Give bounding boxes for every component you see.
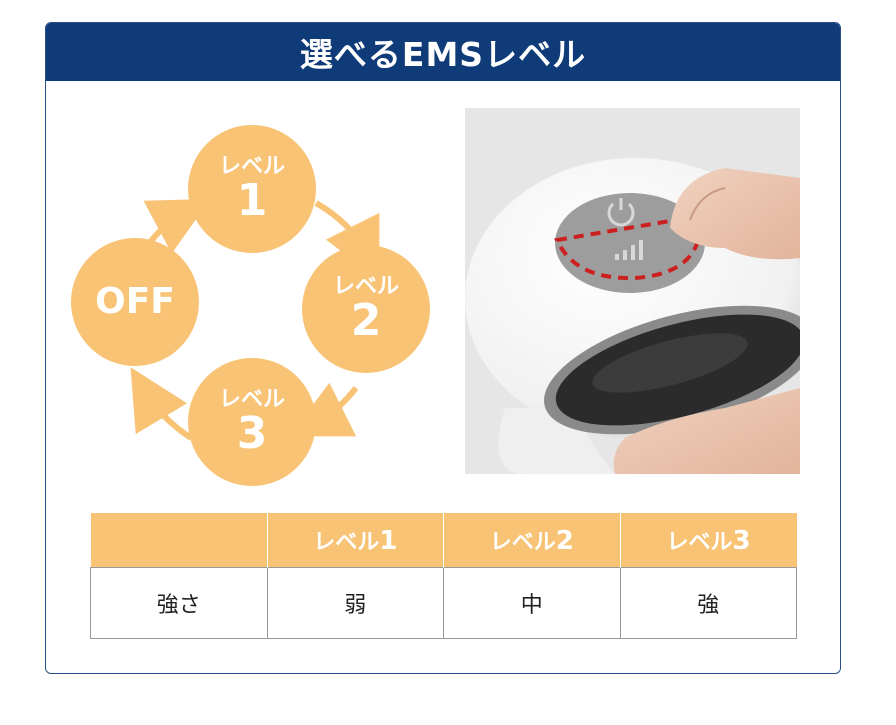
table-header-level-3: レベル3 bbox=[620, 513, 797, 568]
level-3-number: 3 bbox=[236, 408, 268, 459]
level-strength-table: レベル1 レベル2 レベル3 強さ 弱 中 強 bbox=[90, 513, 797, 639]
table-header-empty bbox=[90, 513, 268, 568]
level-1-circle: レベル 1 bbox=[188, 125, 316, 253]
thumb bbox=[613, 388, 800, 474]
device-photo bbox=[465, 108, 800, 474]
panel-header: 選べるEMSレベル bbox=[46, 23, 840, 81]
arrow-l3-to-off bbox=[130, 367, 193, 441]
cell-level-1: 弱 bbox=[266, 567, 444, 639]
button-highlight bbox=[554, 213, 703, 281]
off-circle: OFF bbox=[71, 238, 199, 366]
level-3-label: レベル bbox=[218, 387, 285, 412]
level-2-number: 2 bbox=[350, 295, 382, 346]
finger bbox=[670, 168, 800, 260]
level-3-circle: レベル 3 bbox=[188, 358, 316, 486]
signal-bars-icon bbox=[615, 240, 643, 260]
level-2-circle: レベル 2 bbox=[302, 245, 430, 373]
control-pad bbox=[555, 193, 705, 293]
table-row: 強さ 弱 中 強 bbox=[90, 567, 797, 639]
level-1-label: レベル bbox=[218, 154, 285, 179]
off-label: OFF bbox=[95, 281, 175, 322]
table-header-level-2: レベル2 bbox=[443, 513, 621, 568]
panel-title: 選べるEMSレベル bbox=[299, 35, 587, 74]
power-icon bbox=[607, 198, 635, 227]
level-2-label: レベル bbox=[332, 274, 399, 299]
cell-level-2: 中 bbox=[443, 567, 621, 639]
ems-level-panel: 選べるEMSレベル レベル 1 レベル 2 レベル 3 OFF bbox=[45, 22, 841, 674]
level-cycle-diagram: レベル 1 レベル 2 レベル 3 OFF bbox=[66, 113, 446, 493]
table-header-row: レベル1 レベル2 レベル3 bbox=[90, 513, 797, 568]
cell-level-3: 強 bbox=[619, 567, 797, 639]
row-label-strength: 強さ bbox=[90, 567, 268, 639]
table-header-level-1: レベル1 bbox=[267, 513, 444, 568]
arrow-l2-to-l3 bbox=[289, 382, 359, 437]
level-1-number: 1 bbox=[236, 175, 268, 226]
